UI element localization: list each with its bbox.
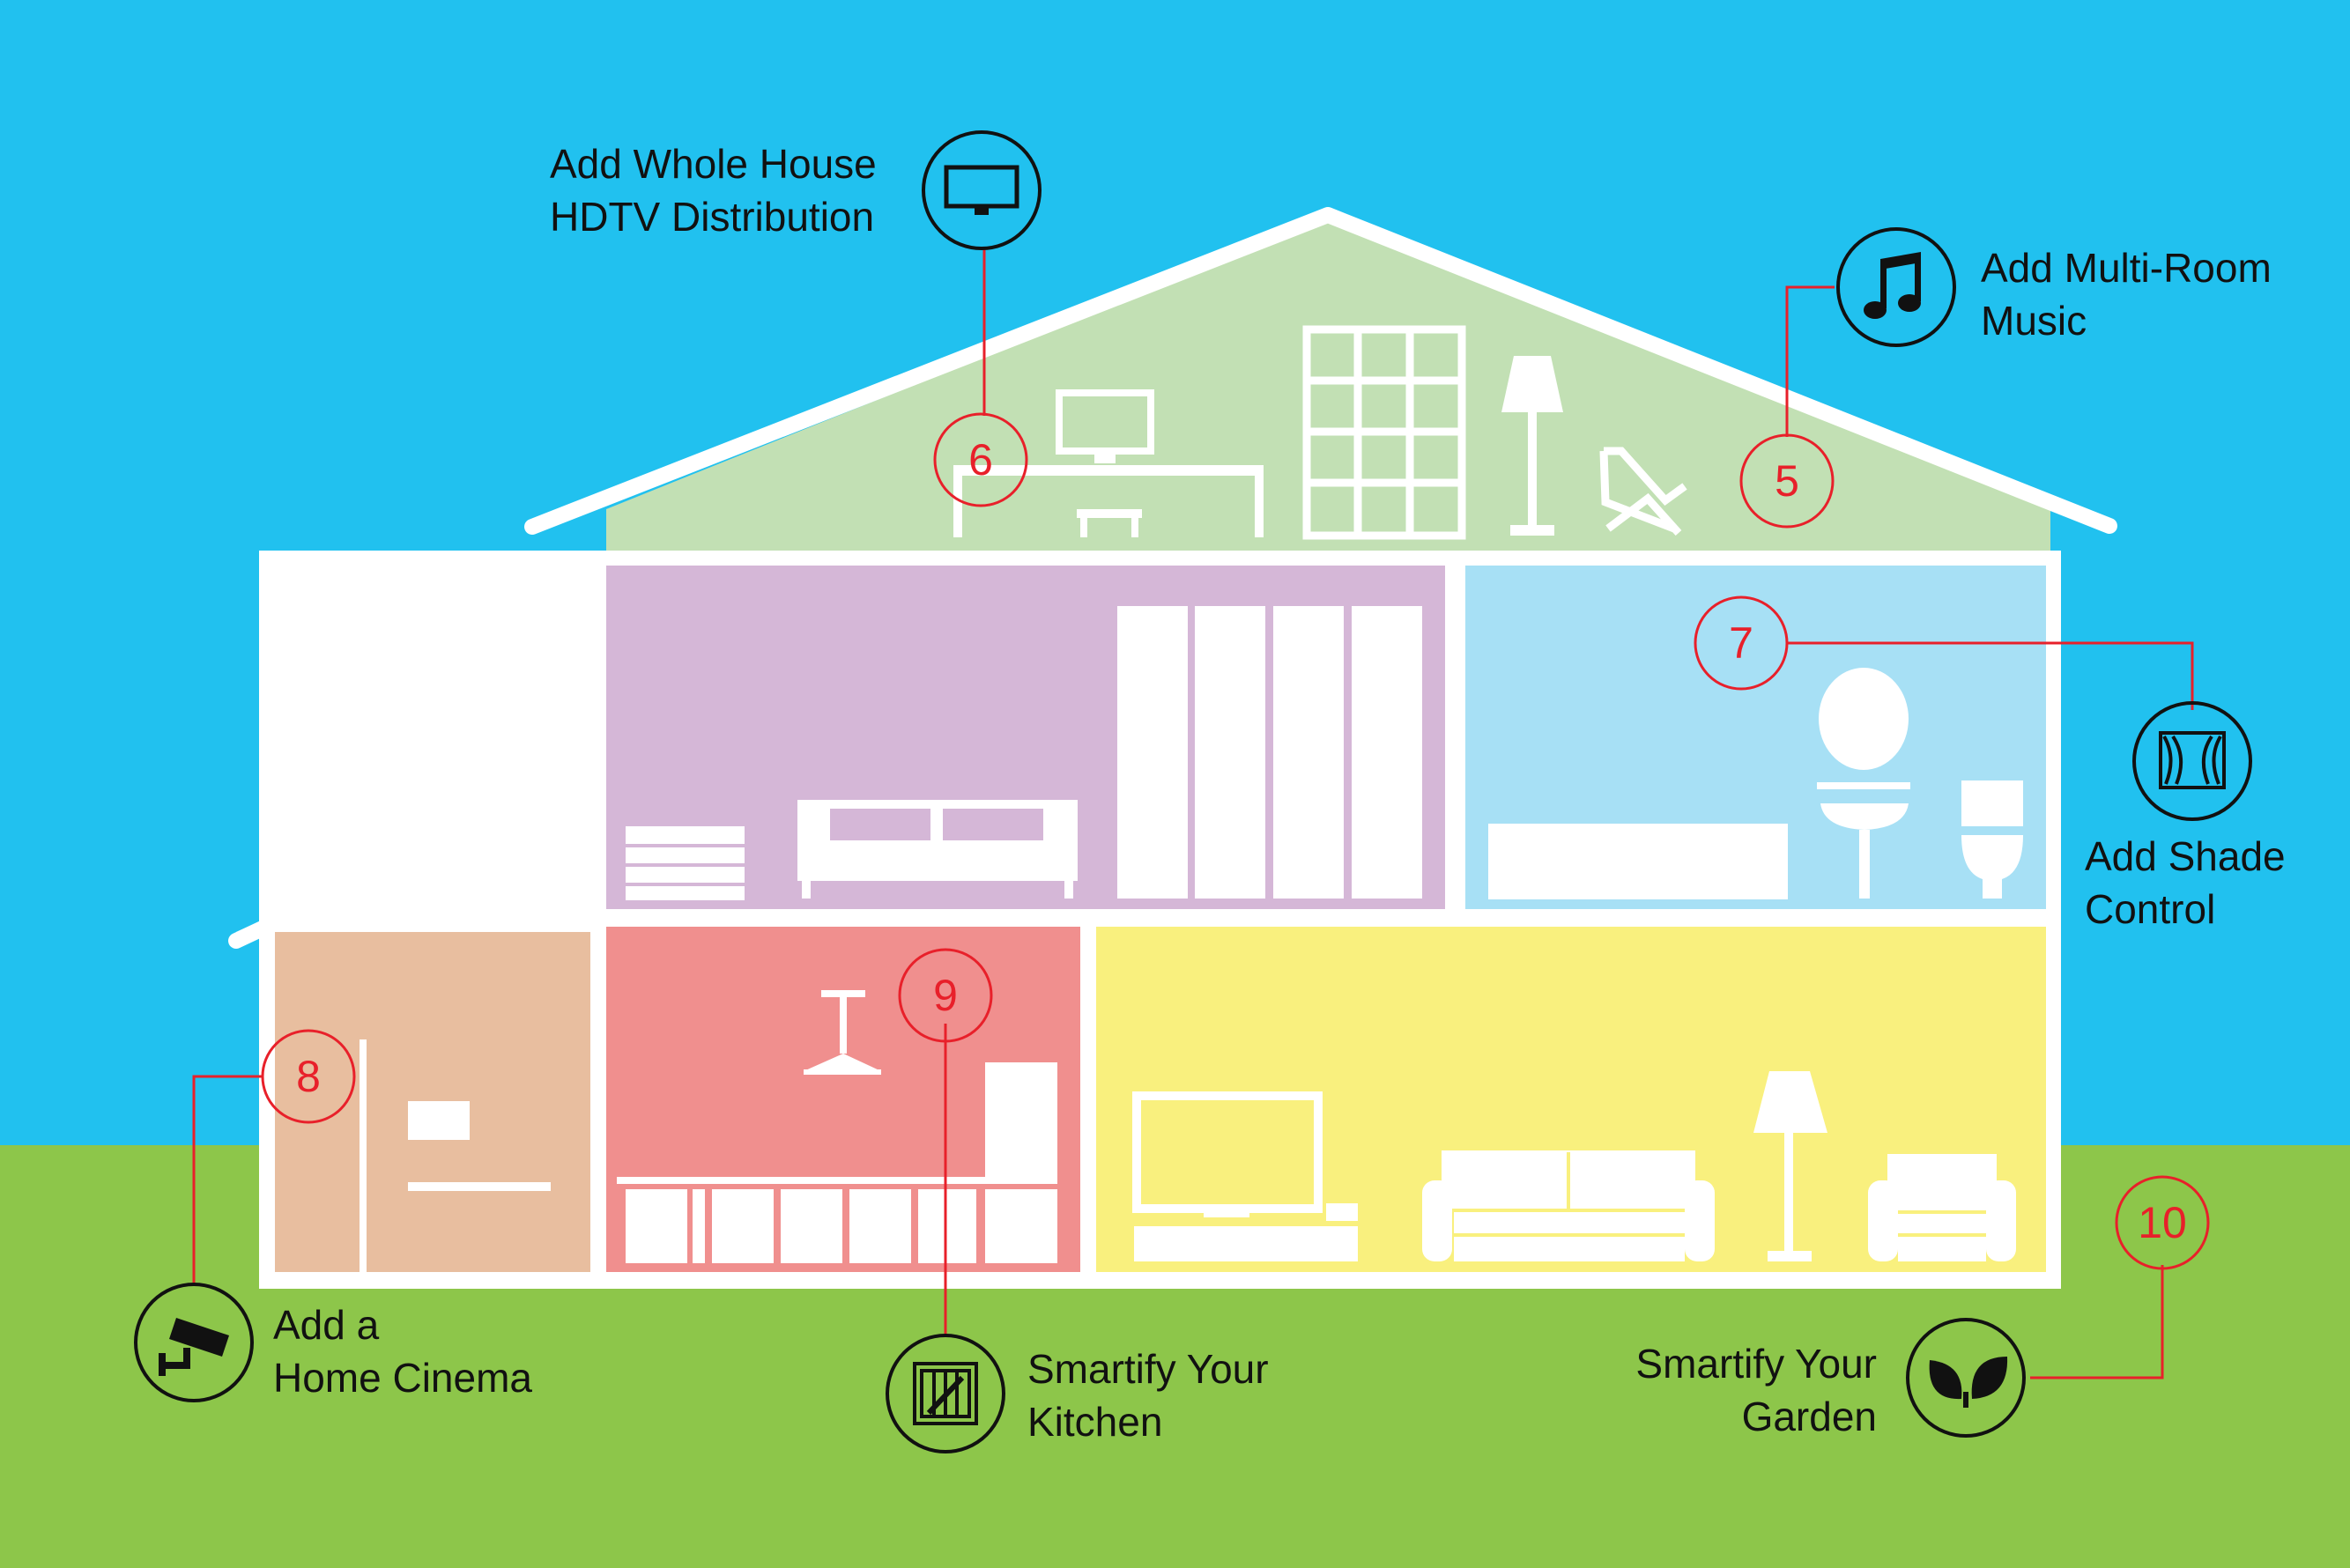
marker-5-number: 5 [1775,456,1799,506]
living-furniture [1132,1071,2016,1261]
cinema-shelf [408,1182,551,1191]
wall-screen [408,1101,470,1140]
number-markers [261,412,2210,1270]
kitchen-furniture [617,990,1057,1263]
label-home-cinema: Add a Home Cinema [273,1298,532,1404]
label-line: Smartify Your [1635,1341,1877,1387]
attic-furniture [953,325,1687,540]
marker-10-number: 10 [2138,1198,2187,1247]
label-multi-room-music: Add Multi-Room Music [1981,241,2272,347]
leaf-glyph [1929,1357,2008,1408]
leaf-icon [1906,1318,2026,1438]
kitchen-counter [617,1177,1057,1184]
living-lamp-shade [1753,1071,1827,1133]
bathtub [1488,824,1788,899]
sink [1820,803,1909,830]
marker-6-number: 6 [968,435,993,484]
marker-10 [2115,1175,2210,1270]
foundation [259,1272,2061,1288]
marker-6 [933,412,1028,507]
label-line: HDTV Distribution [550,194,875,240]
marker-7 [1694,595,1789,691]
kitchen-cabinets [626,1189,1057,1263]
attic-lamp-shade [1501,356,1563,412]
ceiling-lamp [804,1054,881,1071]
bedroom-furniture [626,606,1422,900]
label-line: Kitchen [1027,1399,1163,1445]
toilet-bowl [1961,835,2023,899]
label-shade-control: Add Shade Control [2085,830,2286,936]
lounge-chair [1599,447,1687,536]
tv-icon [922,130,1042,250]
kitchen-glyph [913,1362,978,1425]
toilet-tank [1961,780,2023,826]
sofa [1422,1150,1715,1261]
main-roof-line [524,207,2117,535]
connector-lines [192,248,2194,1379]
bookshelf [1302,325,1466,540]
marker-9 [898,948,993,1043]
curtain-glyph [2159,731,2226,789]
fridge [985,1062,1057,1180]
garage-roof-line [228,767,597,949]
tv-glyph [944,165,1019,215]
music-note-icon [1836,227,1956,347]
feature-icons [134,130,2252,1453]
kitchen-panel-icon [886,1334,1005,1453]
label-line: Add Shade [2085,833,2286,879]
camera-glyph [159,1318,229,1376]
marker-8-number: 8 [296,1052,321,1101]
label-line: Home Cinema [273,1355,532,1401]
label-line: Add Whole House [550,141,877,187]
marker-9-number: 9 [933,971,958,1020]
label-line: Music [1981,298,2087,344]
marker-7-number: 7 [1729,618,1753,668]
curtain-icon [2132,701,2252,821]
desk [953,465,1264,476]
label-line: Garden [1741,1394,1877,1439]
wardrobe [1117,606,1422,899]
bathroom-mirror [1819,668,1909,770]
marker-5 [1739,433,1835,529]
label-smartify-kitchen: Smartify Your Kitchen [1027,1342,1269,1448]
label-line: Smartify Your [1027,1346,1269,1392]
label-line: Control [2085,886,2216,932]
armchair [1868,1154,2016,1261]
label-line: Add Multi-Room [1981,245,2272,291]
music-glyph [1864,252,1921,319]
cinema-furniture [360,1039,551,1272]
tv-cabinet [1134,1226,1358,1261]
camera-icon [134,1283,254,1402]
label-smartify-garden: Smartify Your Garden [1635,1337,1877,1443]
stool [1077,509,1142,518]
marker-8 [261,1029,356,1124]
label-hdtv-distribution: Add Whole House HDTV Distribution [550,137,877,243]
label-line: Add a [273,1302,380,1348]
cinema-door [360,1039,367,1272]
bathroom-furniture [1488,668,2023,899]
